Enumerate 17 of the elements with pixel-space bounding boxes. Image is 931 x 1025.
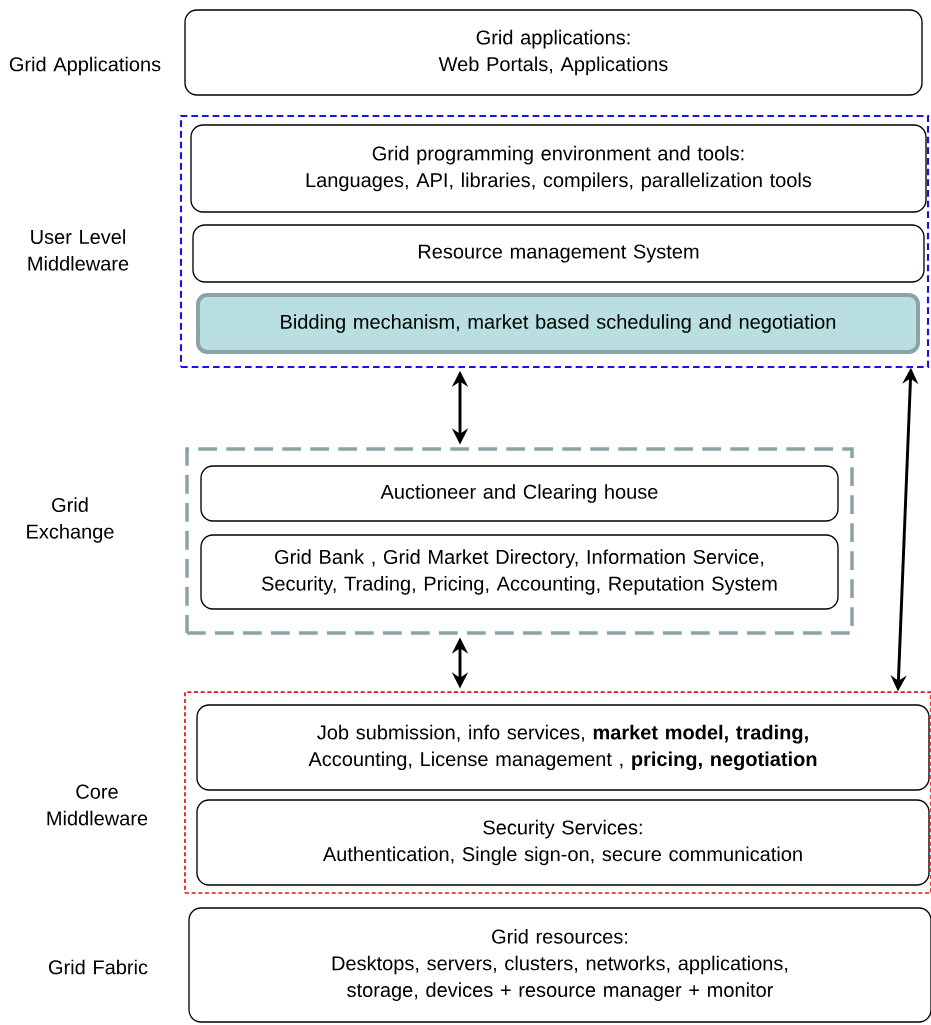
layer-box: Grid applications: Web Portals, Applications (184, 9, 923, 96)
layer-box: Grid Bank , Grid Market Directory, Information Service, Security, Trading, Pricing, Accounting, Reputation System (200, 534, 839, 610)
layer-box: Grid programming environment and tools: Languages, API, libraries, compilers, parallelization tools (190, 124, 927, 213)
layer-box: Auctioneer and Clearing house (200, 465, 839, 522)
group-frame (185, 447, 854, 635)
layer-label: Grid Applications (9, 56, 161, 76)
layer-box: Bidding mechanism, market based scheduling and negotiation (196, 293, 920, 354)
layer-label: Grid Exchange (27, 497, 114, 543)
layer-box: Security Services: Authentication, Single sign-on, secure communication (196, 799, 930, 886)
layer-box: Job submission, info services, market model, trading, Accounting, License management , pricing, negotiation (196, 704, 930, 791)
layer-box: Resource management System (192, 224, 925, 283)
layer-label: Grid Fabric (49, 959, 148, 975)
layer-box: Grid resources: Desktops, servers, clusters, networks, applications, storage, devices + resource manager + monitor (188, 907, 931, 1023)
group-frame (179, 114, 930, 369)
layer-label: User Level Middleware (28, 229, 129, 271)
group-frame (184, 691, 931, 894)
layer-label: Core Middleware (47, 784, 148, 826)
